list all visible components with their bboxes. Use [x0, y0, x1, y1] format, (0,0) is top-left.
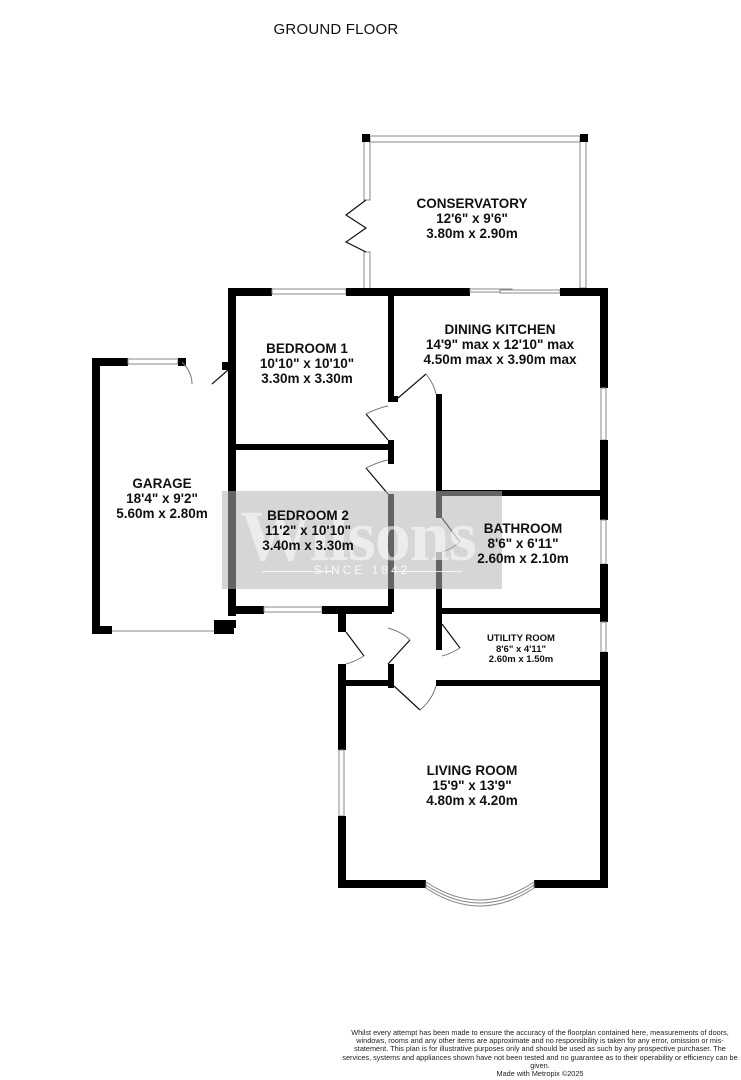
watermark-logo: Wilsons SINCE 1842	[222, 491, 502, 589]
room-name: BATHROOM	[483, 521, 563, 536]
room-dining-kitchen: DINING KITCHEN 14'9" max x 12'10" max 4.…	[400, 322, 600, 367]
room-metric: 3.30m x 3.30m	[261, 371, 353, 387]
watermark-rule-left	[262, 571, 332, 572]
room-living-room: LIVING ROOM 15'9" x 13'9" 4.80m x 4.20m	[402, 763, 542, 808]
disclaimer-text: Whilst every attempt has been made to en…	[342, 1028, 738, 1070]
bifold-door-icon	[344, 199, 368, 253]
watermark-brand: Wilsons	[240, 496, 477, 576]
disclaimer: Whilst every attempt has been made to en…	[340, 1028, 740, 1079]
room-metric: 2.60m x 2.10m	[477, 551, 569, 567]
room-name: BEDROOM 2	[267, 508, 349, 523]
room-conservatory: CONSERVATORY 12'6" x 9'6" 3.80m x 2.90m	[380, 196, 564, 241]
room-metric: 3.40m x 3.30m	[262, 538, 354, 554]
room-metric: 3.80m x 2.90m	[426, 226, 518, 242]
room-garage: GARAGE 18'4" x 9'2" 5.60m x 2.80m	[102, 476, 222, 521]
room-name: GARAGE	[132, 476, 192, 491]
floor-title: GROUND FLOOR	[273, 21, 399, 38]
room-metric: 4.50m max x 3.90m max	[423, 352, 577, 368]
conservatory-frame	[344, 134, 588, 291]
room-metric: 4.80m x 4.20m	[426, 793, 518, 809]
room-imperial: 14'9" max x 12'10" max	[425, 337, 575, 353]
room-metric: 5.60m x 2.80m	[116, 506, 208, 522]
room-imperial: 12'6" x 9'6"	[436, 211, 508, 227]
room-name: CONSERVATORY	[416, 196, 528, 211]
room-name: BEDROOM 1	[266, 341, 348, 356]
room-imperial: 11'2" x 10'10"	[264, 523, 352, 539]
metropix-credit: Made with Metropix ©2025	[496, 1069, 584, 1079]
room-bathroom: BATHROOM 8'6" x 6'11" 2.60m x 2.10m	[456, 521, 590, 566]
room-utility: UTILITY ROOM 8'6" x 4'11" 2.60m x 1.50m	[466, 633, 576, 666]
room-name: DINING KITCHEN	[444, 322, 556, 337]
room-metric: 2.60m x 1.50m	[488, 654, 554, 666]
room-imperial: 8'6" x 4'11"	[496, 643, 546, 655]
room-imperial: 10'10" x 10'10"	[259, 356, 355, 372]
room-name: LIVING ROOM	[426, 763, 518, 778]
room-imperial: 18'4" x 9'2"	[126, 491, 198, 507]
room-bedroom-2: BEDROOM 2 11'2" x 10'10" 3.40m x 3.30m	[234, 508, 382, 553]
room-imperial: 15'9" x 13'9"	[432, 778, 512, 794]
watermark-tagline: SINCE 1842	[313, 563, 411, 577]
room-bedroom-1: BEDROOM 1 10'10" x 10'10" 3.30m x 3.30m	[232, 341, 382, 386]
room-name: UTILITY ROOM	[487, 633, 555, 644]
watermark-rule-right	[392, 571, 462, 572]
room-imperial: 8'6" x 6'11"	[487, 536, 559, 552]
bay-window	[425, 881, 535, 907]
